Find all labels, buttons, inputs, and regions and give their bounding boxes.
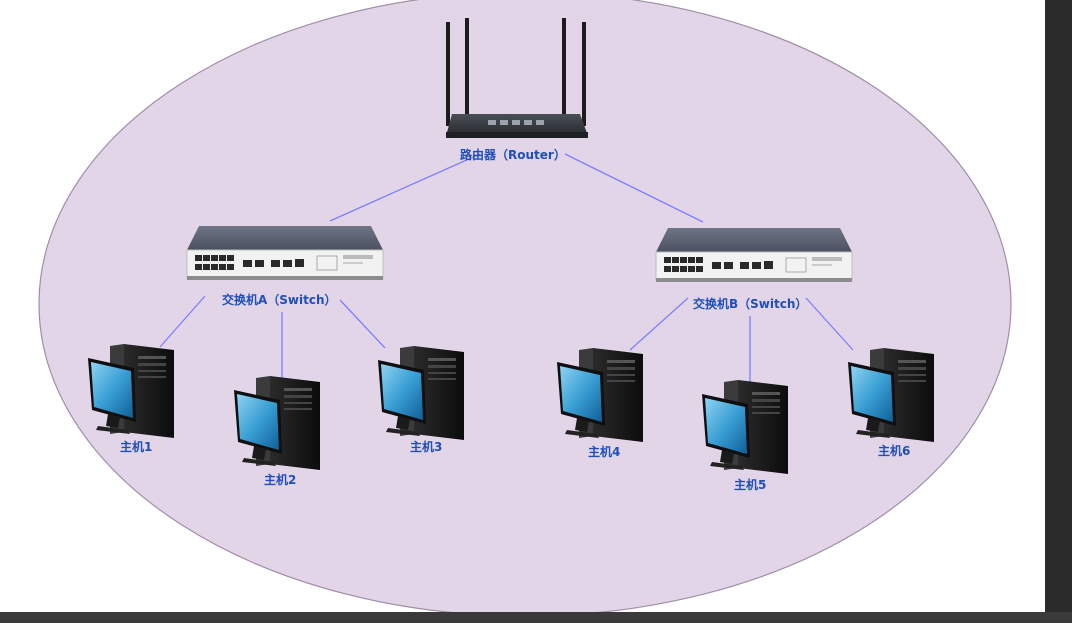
window-bottom-edge: [0, 612, 1072, 623]
network-topology-diagram: [38, 0, 1012, 612]
host4-label: 主机4: [588, 445, 621, 459]
link-switch-b-host6: [805, 297, 854, 351]
network-boundary-ellipse: [38, 0, 1012, 612]
host3-label: 主机3: [410, 440, 443, 454]
switch-a-icon: [186, 225, 384, 281]
link-switch-a-host1: [159, 295, 206, 348]
link-router-switch-b: [564, 153, 704, 223]
host6-label: 主机6: [878, 444, 911, 458]
link-switch-b-host4: [629, 297, 689, 351]
switch-b-icon: [655, 227, 853, 283]
switch-a-label: 交换机A（Switch）: [222, 293, 337, 307]
host1-label: 主机1: [120, 440, 153, 454]
router-label: 路由器（Router）: [460, 148, 566, 162]
switch-b-label: 交换机B（Switch）: [693, 297, 808, 311]
network-links: [159, 153, 854, 382]
host2-label: 主机2: [264, 473, 297, 487]
link-switch-a-host3: [339, 299, 386, 349]
window-right-edge: [1045, 0, 1072, 612]
diagram-canvas: 路由器（Router） 交换机A（Switch） 交换机B（Switch） 主机…: [0, 0, 1045, 612]
host5-label: 主机5: [734, 478, 767, 492]
link-router-switch-a: [329, 153, 481, 222]
router-icon: [446, 18, 588, 138]
